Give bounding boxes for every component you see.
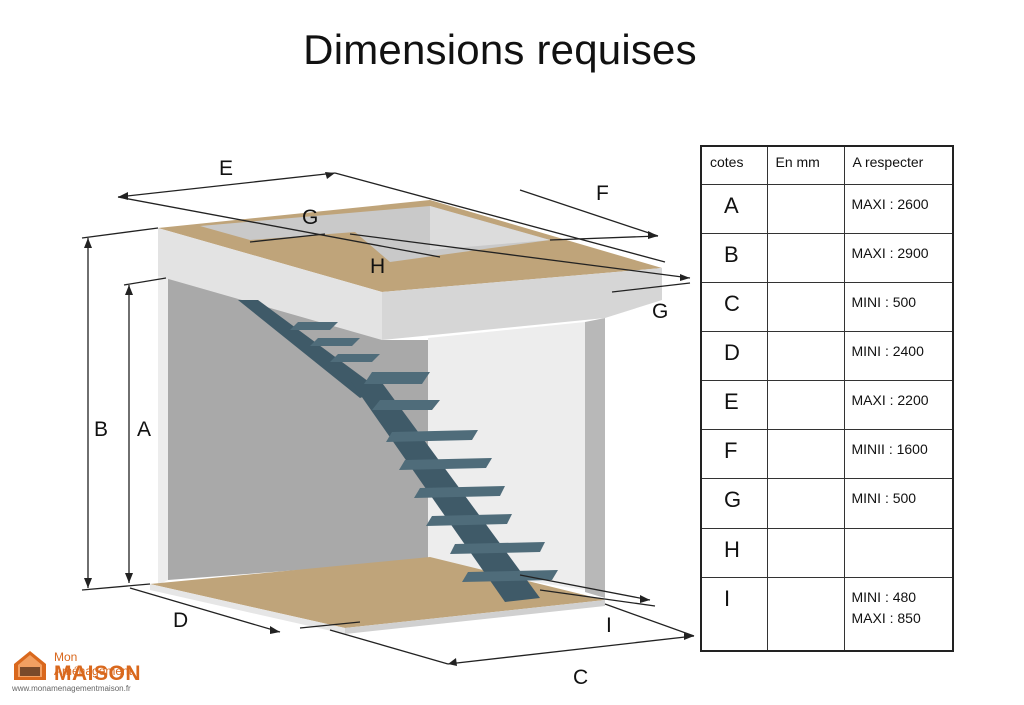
rule-cell: MAXI : 2900 xyxy=(843,232,954,283)
rule-cell xyxy=(843,527,954,578)
page-title: Dimensions requises xyxy=(303,26,697,73)
table-row: A MAXI : 2600 xyxy=(700,183,954,234)
table-row: C MINI : 500 xyxy=(700,281,954,332)
right-wall-edge xyxy=(585,318,605,598)
logo-line1: Mon Aménagement xyxy=(54,650,133,678)
cote-cell: I xyxy=(700,576,768,652)
table-row: B MAXI : 2900 xyxy=(700,232,954,283)
header-en-mm: En mm xyxy=(766,145,845,185)
mm-cell xyxy=(766,380,845,431)
cote-cell: G xyxy=(700,478,768,529)
rule-text: MINI : 500 xyxy=(851,490,917,507)
left-wall-edge xyxy=(158,228,168,585)
cote-cell: D xyxy=(700,330,768,382)
rule-cell: MINII : 1600 xyxy=(843,429,954,480)
header-cotes: cotes xyxy=(700,145,768,185)
floor-front-edge xyxy=(150,584,345,634)
mm-cell xyxy=(766,478,845,529)
label-C: C xyxy=(573,666,588,689)
mm-cell xyxy=(766,232,845,283)
cote-cell: B xyxy=(700,232,768,283)
label-I: I xyxy=(606,614,612,637)
ceiling-slab-right xyxy=(382,268,662,340)
mm-cell xyxy=(766,527,845,578)
table-header-row: cotes En mm A respecter xyxy=(700,145,954,185)
table-row: G MINI : 500 xyxy=(700,478,954,529)
rule-text: MINI : 500 xyxy=(851,293,917,310)
brand-logo[interactable]: Mon Aménagement MAISON www.monamenagemen… xyxy=(10,648,141,698)
cote-cell: A xyxy=(700,183,768,234)
label-E: E xyxy=(219,157,233,180)
label-B: B xyxy=(94,418,108,441)
table-row: E MAXI : 2200 xyxy=(700,380,954,431)
back-left-wall xyxy=(168,276,430,580)
header-a-respecter: A respecter xyxy=(843,145,954,185)
staircase-diagram: E F G H G B A D I C xyxy=(81,157,695,689)
floor-right-edge xyxy=(345,600,605,634)
label-F: F xyxy=(596,182,609,205)
logo-url: www.monamenagementmaison.fr xyxy=(12,684,131,693)
dimension-lines xyxy=(81,172,695,665)
logo-line2: MAISON xyxy=(54,662,141,685)
dimension-arrows xyxy=(84,172,694,666)
table-row: D MINI : 2400 xyxy=(700,330,954,382)
ceiling-slab-front xyxy=(158,228,382,340)
rule-cell: MAXI : 2600 xyxy=(843,183,954,234)
label-H: H xyxy=(370,255,385,278)
label-A: A xyxy=(137,418,151,441)
stair-steps xyxy=(290,322,558,582)
rule-text: MAXI : 2200 xyxy=(851,392,929,409)
label-G-right: G xyxy=(652,300,668,323)
rule-cell: MINI : 500 xyxy=(843,281,954,332)
stairwell-floor-edge xyxy=(430,206,550,250)
label-G-top: G xyxy=(302,206,318,229)
dimensions-table: cotes En mm A respecter A MAXI : 2600 B … xyxy=(700,145,954,652)
rule-cell: MINI : 2400 xyxy=(843,330,954,382)
cote-cell: E xyxy=(700,380,768,431)
table-row: F MINII : 1600 xyxy=(700,429,954,480)
table-row: H xyxy=(700,527,954,578)
mm-cell xyxy=(766,281,845,332)
rule-text: MAXI : 2900 xyxy=(851,244,929,261)
rule-cell: MINI : 500 xyxy=(843,478,954,529)
table-row: I MINI : 480 MAXI : 850 xyxy=(700,576,954,652)
stair-stringer-upper xyxy=(238,300,380,398)
rule-text: MINII : 1600 xyxy=(851,441,928,458)
rule-cell: MINI : 480 MAXI : 850 xyxy=(843,576,954,652)
rule-cell: MAXI : 2200 xyxy=(843,380,954,431)
rule-text: MINI : 2400 xyxy=(851,342,924,359)
house-icon xyxy=(14,651,46,680)
rule-text: MAXI : 2600 xyxy=(851,195,929,212)
rule-text: MAXI : 850 xyxy=(851,609,921,626)
mm-cell xyxy=(766,183,845,234)
label-D: D xyxy=(173,609,188,632)
cote-cell: C xyxy=(700,281,768,332)
mm-cell xyxy=(766,429,845,480)
cote-cell: H xyxy=(700,527,768,578)
cote-cell: F xyxy=(700,429,768,480)
mm-cell xyxy=(766,330,845,382)
rule-text: MINI : 480 xyxy=(851,588,917,605)
mm-cell xyxy=(766,576,845,652)
